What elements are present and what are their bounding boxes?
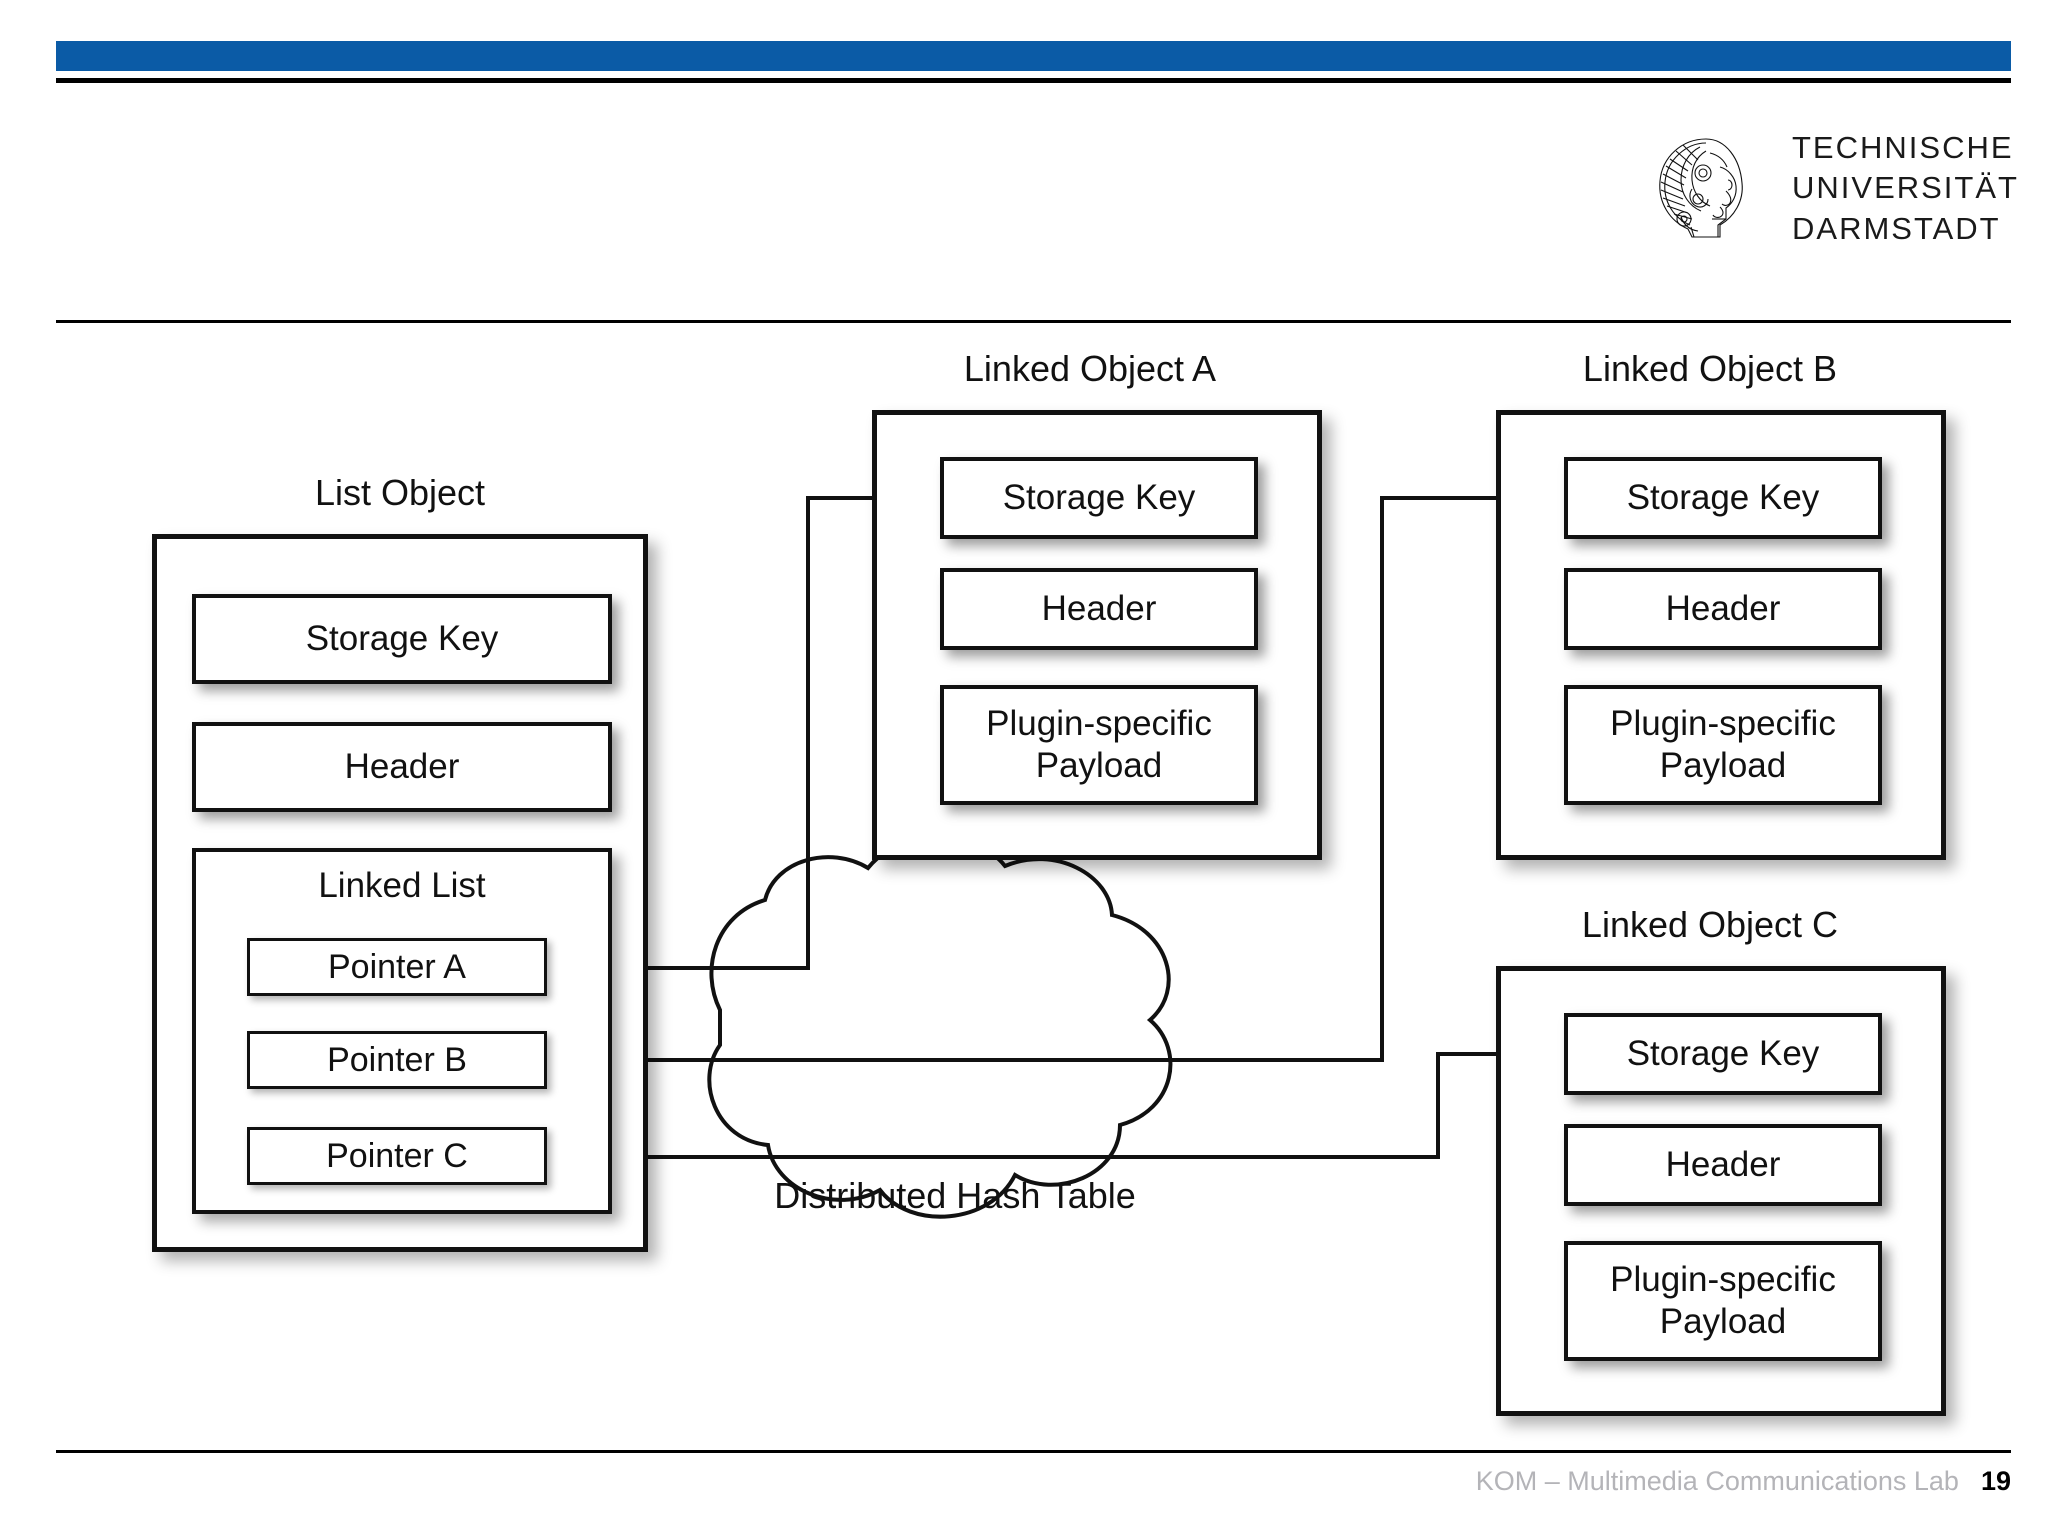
linked-object-c-field-payload[interactable]: Plugin-specific Payload — [1564, 1241, 1882, 1361]
list-object-field-header[interactable]: Header — [192, 722, 612, 812]
footer-lab-label: KOM – Multimedia Communications Lab — [1475, 1466, 1959, 1496]
dht-cloud-label: Distributed Hash Table — [774, 1175, 1136, 1216]
linked-object-b-field-payload[interactable]: Plugin-specific Payload — [1564, 685, 1882, 805]
linked-list-title: Linked List — [318, 866, 486, 905]
logo-wordmark: TECHNISCHE UNIVERSITÄT DARMSTADT — [1792, 128, 2019, 249]
list-object-title: List Object — [314, 472, 486, 513]
pointer-b-box[interactable]: Pointer B — [247, 1031, 547, 1089]
linked-object-a-field-payload[interactable]: Plugin-specific Payload — [940, 685, 1258, 805]
linked-object-c-title: Linked Object C — [1581, 904, 1839, 945]
header-divider-rule — [56, 320, 2011, 323]
slide-page-number: 19 — [1980, 1466, 2011, 1496]
list-object-field-storage-key[interactable]: Storage Key — [192, 594, 612, 684]
tu-darmstadt-logo: TECHNISCHE UNIVERSITÄT DARMSTADT — [1648, 128, 2019, 249]
header-accent-bar — [56, 41, 2011, 71]
connector-pointer-c — [548, 1036, 1550, 1159]
pointer-c-box[interactable]: Pointer C — [247, 1127, 547, 1185]
footer-divider-rule — [56, 1450, 2011, 1453]
connector-pointer-a — [548, 480, 927, 970]
linked-object-b-field-header[interactable]: Header — [1564, 568, 1882, 650]
header-top-rule — [56, 78, 2011, 83]
linked-object-b-field-storage-key[interactable]: Storage Key — [1564, 457, 1882, 539]
logo-line-2: UNIVERSITÄT — [1792, 170, 2019, 206]
pointer-a-box[interactable]: Pointer A — [247, 938, 547, 996]
linked-object-a-field-header[interactable]: Header — [940, 568, 1258, 650]
logo-line-3: DARMSTADT — [1792, 210, 2001, 246]
linked-object-a-title: Linked Object A — [963, 348, 1217, 389]
slide-footer: KOM – Multimedia Communications Lab 19 — [0, 1466, 2011, 1497]
linked-object-b-title: Linked Object B — [1582, 348, 1838, 389]
linked-object-a-field-storage-key[interactable]: Storage Key — [940, 457, 1258, 539]
linked-object-c-field-header[interactable]: Header — [1564, 1124, 1882, 1206]
linked-object-c-field-storage-key[interactable]: Storage Key — [1564, 1013, 1882, 1095]
connector-pointer-b — [548, 480, 1550, 1062]
logo-line-1: TECHNISCHE — [1792, 130, 2014, 165]
athena-head-icon — [1659, 138, 1743, 238]
